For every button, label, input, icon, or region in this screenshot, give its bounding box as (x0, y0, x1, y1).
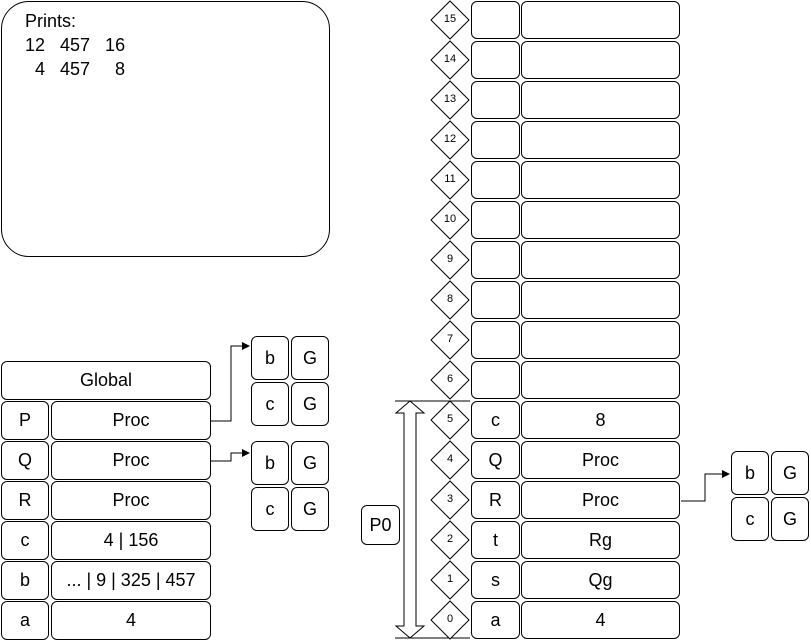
stack-var-value: 4 (521, 601, 680, 639)
arrow-r-closure (681, 470, 730, 502)
global-var-name: c (1, 521, 49, 560)
stack-var-value: 8 (521, 401, 680, 439)
stack-var-name (471, 201, 520, 239)
arrow-p-closure (211, 342, 250, 422)
global-var-name: P (1, 401, 49, 440)
address-label: 12 (443, 133, 457, 145)
stack-var-name: c (471, 401, 520, 439)
stack-var-value: Proc (521, 441, 680, 479)
address-label: 14 (443, 53, 457, 65)
address-label: 10 (443, 213, 457, 225)
address-label: 5 (446, 413, 454, 425)
stack-var-value (521, 121, 680, 159)
global-var-value: Proc (51, 401, 211, 440)
stack-var-value (521, 241, 680, 279)
closure-p-env: G (291, 382, 329, 426)
stack-var-name (471, 361, 520, 399)
arrow-q-closure (211, 449, 250, 462)
global-var-value: 4 | 156 (51, 521, 211, 560)
address-label: 8 (446, 293, 454, 305)
stack-var-value: Qg (521, 561, 680, 599)
stack-var-name: s (471, 561, 520, 599)
global-var-value: ... | 9 | 325 | 457 (51, 561, 211, 600)
stack-var-value (521, 321, 680, 359)
closure-r-env: G (771, 451, 809, 495)
global-var-name: a (1, 601, 49, 640)
address-label: 13 (443, 93, 457, 105)
stack-var-value: Proc (521, 481, 680, 519)
stack-var-name: Q (471, 441, 520, 479)
closure-q-name: b (251, 441, 289, 485)
address-label: 6 (446, 373, 454, 385)
address-label: 3 (446, 493, 454, 505)
global-var-value: Proc (51, 441, 211, 480)
closure-p-name: b (251, 336, 289, 380)
console-line: 12 457 16 (25, 35, 126, 55)
closure-q-env: G (291, 441, 329, 485)
address-label: 1 (446, 573, 454, 585)
console-output: Prints: 12 457 16 4 457 8 (1, 1, 330, 257)
address-label: 7 (446, 333, 454, 345)
stack-var-name (471, 41, 520, 79)
address-label: 2 (446, 533, 454, 545)
address-label: 15 (443, 13, 457, 25)
stack-var-name: a (471, 601, 520, 639)
frame-extent-arrow (394, 400, 426, 639)
console-title: Prints: (25, 11, 77, 31)
stack-var-name (471, 161, 520, 199)
closure-r-env: G (771, 497, 809, 541)
global-var-value: Proc (51, 481, 211, 520)
stack-var-value (521, 81, 680, 119)
stack-var-value (521, 201, 680, 239)
closure-p-env: G (291, 336, 329, 380)
closure-p-name: c (251, 382, 289, 426)
stack-var-name (471, 241, 520, 279)
stack-var-value (521, 281, 680, 319)
closure-q-name: c (251, 487, 289, 531)
stack-var-value: Rg (521, 521, 680, 559)
stack-var-name (471, 281, 520, 319)
closure-r-name: b (731, 451, 769, 495)
global-header: Global (1, 361, 211, 400)
stack-var-name (471, 321, 520, 359)
global-var-name: b (1, 561, 49, 600)
address-label: 4 (446, 453, 454, 465)
stack-var-name: R (471, 481, 520, 519)
address-label: 9 (446, 253, 454, 265)
address-label: 0 (446, 613, 454, 625)
closure-r-name: c (731, 497, 769, 541)
frame-label: P0 (361, 505, 400, 545)
global-var-name: Q (1, 441, 49, 480)
stack-var-name (471, 1, 520, 39)
closure-q-env: G (291, 487, 329, 531)
stack-var-value (521, 1, 680, 39)
console-line: 4 457 8 (25, 59, 126, 79)
stack-var-value (521, 161, 680, 199)
stack-var-value (521, 41, 680, 79)
stack-var-name (471, 81, 520, 119)
address-label: 11 (444, 173, 456, 185)
stack-var-value (521, 361, 680, 399)
stack-var-name: t (471, 521, 520, 559)
global-var-name: R (1, 481, 49, 520)
global-var-value: 4 (51, 601, 211, 640)
stack-var-name (471, 121, 520, 159)
